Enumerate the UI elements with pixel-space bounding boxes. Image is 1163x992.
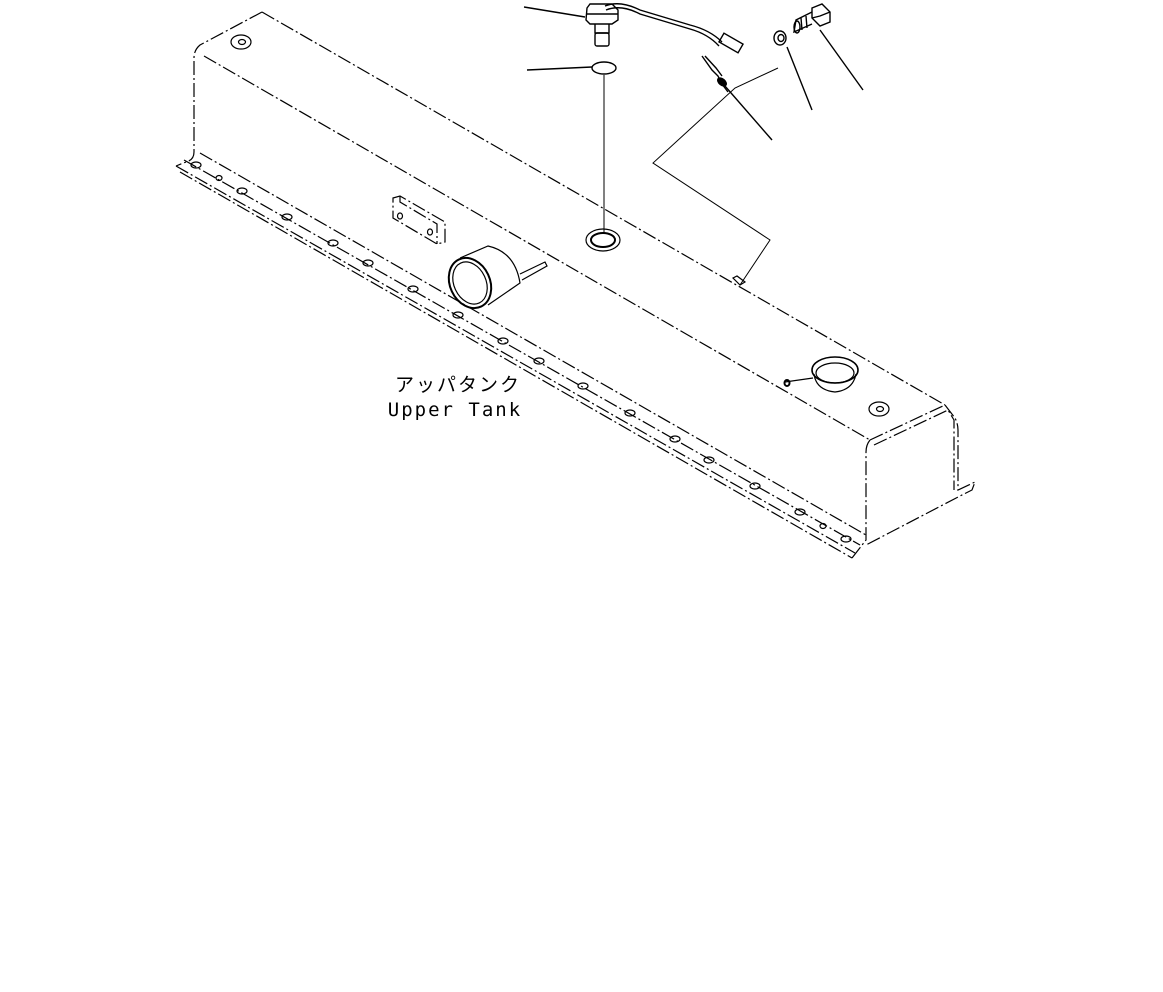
o-ring <box>591 61 617 75</box>
leader-lines <box>603 67 779 286</box>
callout-lines <box>523 6 864 141</box>
tank-body <box>175 11 977 559</box>
flange-holes <box>190 161 852 543</box>
top-bosses <box>230 34 890 417</box>
part-label-english: Upper Tank <box>387 399 523 421</box>
harness-clip <box>701 55 729 93</box>
sensor-plug <box>585 3 744 54</box>
sensor-port <box>585 228 621 252</box>
part-label-japanese: アッパタンク <box>394 374 521 396</box>
mounting-boss <box>731 275 747 286</box>
filler-neck <box>783 356 859 393</box>
bolt <box>793 3 831 34</box>
washer <box>773 30 787 46</box>
bracket-plate <box>392 195 446 245</box>
outlet-pipe <box>447 245 548 310</box>
